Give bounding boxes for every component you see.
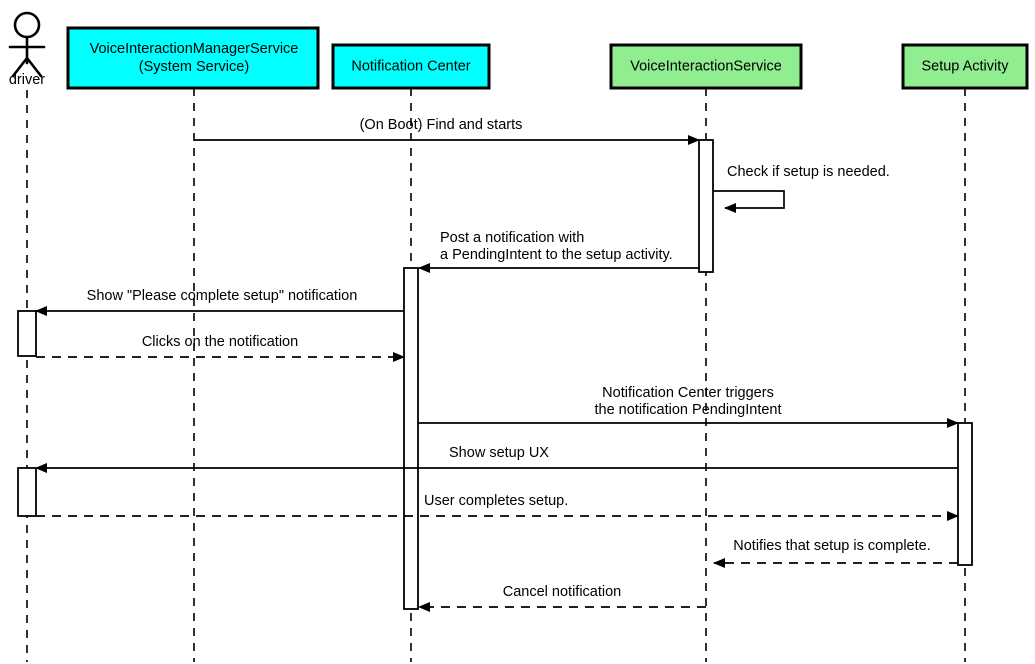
message-m9: Notifies that setup is complete. bbox=[713, 538, 958, 568]
message-label-m1: (On Boot) Find and starts bbox=[360, 117, 523, 133]
message-label-m9: Notifies that setup is complete. bbox=[733, 538, 930, 554]
participant-box-vims[interactable] bbox=[66, 26, 320, 90]
actor-label-driver: driver bbox=[9, 72, 45, 88]
message-label-m3: Post a notification with bbox=[440, 230, 584, 246]
participant-label-vims: (System Service) bbox=[139, 59, 249, 75]
participant-header-setup_activity[interactable]: Setup Activity bbox=[901, 43, 1029, 90]
message-label-m6: the notification PendingIntent bbox=[594, 402, 781, 418]
message-label-m3: a PendingIntent to the setup activity. bbox=[440, 247, 673, 263]
message-label-m2: Check if setup is needed. bbox=[727, 164, 890, 180]
activation-bar-driver bbox=[17, 310, 37, 357]
message-m2: Check if setup is needed. bbox=[713, 164, 890, 213]
activations-layer bbox=[17, 139, 973, 610]
actor-driver[interactable]: driver bbox=[8, 11, 46, 88]
participant-box-voice_interaction_service[interactable] bbox=[609, 43, 803, 90]
participant-box-setup_activity[interactable] bbox=[901, 43, 1029, 90]
participant-box-notification_center[interactable] bbox=[331, 43, 491, 90]
participant-label-voice_interaction_service: VoiceInteractionService bbox=[630, 58, 782, 74]
activation-bar-setup_activity bbox=[957, 422, 973, 566]
participant-header-notification_center[interactable]: Notification Center bbox=[331, 43, 491, 90]
message-label-m4: Show "Please complete setup" notificatio… bbox=[87, 288, 358, 304]
message-m4: Show "Please complete setup" notificatio… bbox=[35, 288, 404, 316]
message-m1: (On Boot) Find and starts bbox=[194, 117, 700, 145]
message-label-m8: User completes setup. bbox=[424, 493, 568, 509]
activation-bar-notification_center bbox=[403, 267, 419, 610]
message-m5: Clicks on the notification bbox=[36, 334, 405, 362]
message-m10: Cancel notification bbox=[418, 584, 706, 612]
message-label-m7: Show setup UX bbox=[449, 445, 549, 461]
actor-leg-right-icon bbox=[25, 56, 43, 78]
participant-headers-layer: driver VoiceInteractionManagerService (Sys… bbox=[8, 11, 1029, 90]
participant-header-vims[interactable]: VoiceInteractionManagerService (System Se… bbox=[66, 26, 320, 90]
actor-head-icon bbox=[13, 11, 41, 39]
message-m7: Show setup UX bbox=[35, 445, 958, 473]
participant-label-vims: VoiceInteractionManagerService bbox=[90, 41, 299, 57]
participant-label-notification_center: Notification Center bbox=[351, 58, 470, 74]
participant-label-setup_activity: Setup Activity bbox=[921, 58, 1009, 74]
participant-header-voice_interaction_service[interactable]: VoiceInteractionService bbox=[609, 43, 803, 90]
message-label-m10: Cancel notification bbox=[503, 584, 622, 600]
message-arrow-m2 bbox=[713, 190, 785, 213]
actor-leg-left-icon bbox=[11, 56, 29, 78]
message-label-m6: Notification Center triggers bbox=[602, 385, 774, 401]
message-label-m5: Clicks on the notification bbox=[142, 334, 298, 350]
activation-bar-driver bbox=[17, 467, 37, 517]
activation-bar-voice_interaction_service bbox=[698, 139, 714, 273]
message-m8: User completes setup. bbox=[36, 493, 959, 521]
